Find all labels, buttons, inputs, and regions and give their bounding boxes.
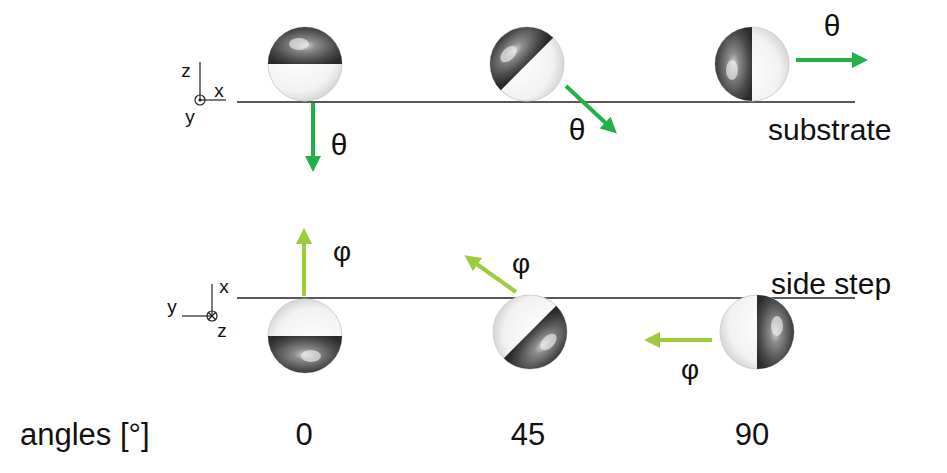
angle-value: 45 <box>511 419 545 450</box>
axis-caption: angles [°] <box>20 419 150 450</box>
angle-symbol: φ <box>681 356 699 384</box>
axis-label: z <box>181 61 191 80</box>
janus-particle <box>475 12 580 117</box>
janus-particle <box>478 280 583 385</box>
janus-particle <box>715 27 789 101</box>
axis-label: x <box>214 81 224 100</box>
theta-arrow <box>311 103 315 164</box>
phi-arrow <box>652 338 712 342</box>
axis-label: x <box>219 277 229 296</box>
surface-label: substrate <box>768 115 891 145</box>
phi-arrow <box>471 260 516 292</box>
angle-value: 90 <box>735 419 769 450</box>
surface-label: side step <box>771 269 891 299</box>
angle-symbol: φ <box>333 238 351 266</box>
janus-particle <box>268 27 342 101</box>
angle-symbol: θ <box>331 130 348 160</box>
phi-arrow <box>302 236 306 296</box>
angle-symbol: φ <box>512 250 530 278</box>
axis-label: y <box>167 297 177 316</box>
janus-particle <box>720 295 794 369</box>
axis-label: y <box>185 107 195 126</box>
angle-value: 0 <box>295 419 312 450</box>
axis-triad <box>195 62 226 105</box>
angle-symbol: θ <box>824 11 841 41</box>
theta-arrow <box>796 58 860 62</box>
axis-triad <box>182 284 217 321</box>
angle-symbol: θ <box>569 115 586 145</box>
janus-particle <box>268 299 342 373</box>
substrate-line <box>237 101 855 103</box>
axis-label: z <box>217 321 227 340</box>
